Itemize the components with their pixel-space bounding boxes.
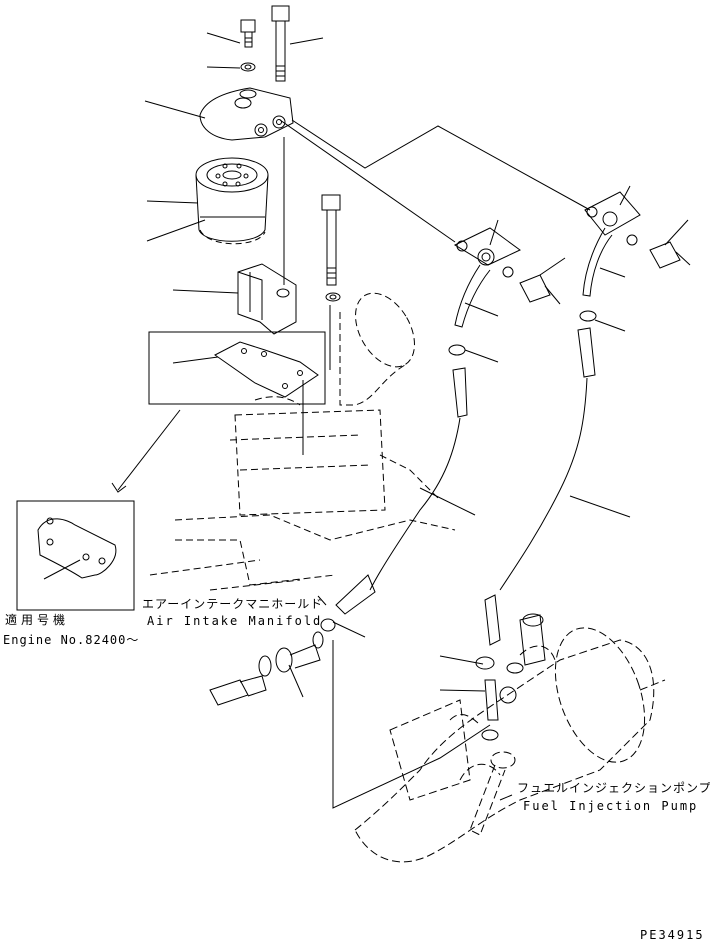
top-bolts xyxy=(240,5,290,82)
assembly-lines xyxy=(111,119,591,809)
oil-filter xyxy=(195,157,269,245)
filter-head xyxy=(199,87,294,141)
air-intake-manifold-label-jp: エアーインテークマニホールド xyxy=(142,597,324,611)
detail-frame xyxy=(148,331,326,405)
center-long-bolt xyxy=(321,194,341,286)
applicable-serial-label-jp: 適用号機 xyxy=(5,613,70,627)
pump-fittings xyxy=(475,613,546,741)
left-pipe-assembly xyxy=(335,227,561,615)
label-pointers xyxy=(317,595,513,801)
callout-leaders xyxy=(43,32,689,698)
fuel-injection-pump-label-jp: フュエルインジェクションポンプ xyxy=(517,781,710,795)
air-intake-manifold-label-en: Air Intake Manifold xyxy=(147,614,323,628)
fuel-injection-pump xyxy=(354,627,666,863)
right-pipe-assembly xyxy=(484,191,691,646)
lower-banjo-fitting xyxy=(209,618,336,706)
bracket xyxy=(237,263,341,335)
drawing-code: PE34915 xyxy=(640,928,705,942)
fuel-injection-pump-label-en: Fuel Injection Pump xyxy=(523,799,699,813)
detail-view-box xyxy=(16,500,135,611)
air-intake-manifold xyxy=(149,292,456,591)
engine-number-label: Engine No.82400～ xyxy=(3,633,140,647)
